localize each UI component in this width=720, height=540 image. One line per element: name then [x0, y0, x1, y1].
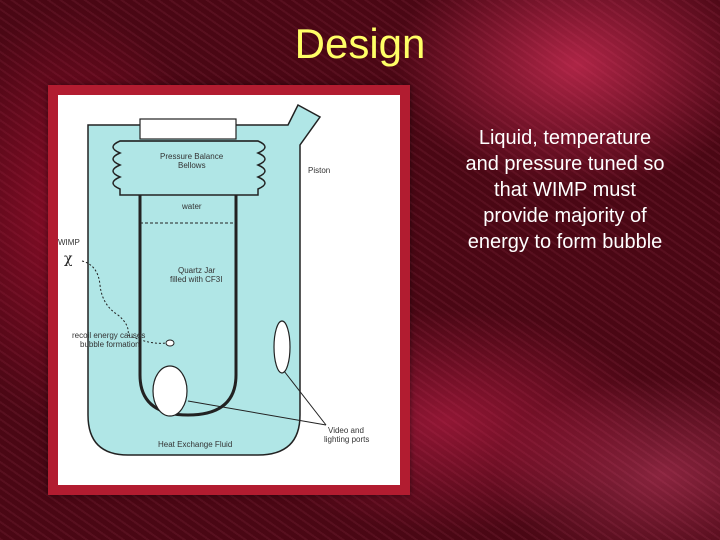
label-water: water: [181, 202, 202, 211]
svg-text:bubble formation: bubble formation: [80, 340, 140, 349]
label-recoil-1: recoil energy causes: [72, 331, 145, 340]
svg-text:χ: χ: [64, 251, 73, 267]
svg-text:Piston: Piston: [308, 166, 330, 175]
video-port-right: [273, 320, 291, 374]
description-line-4: provide majority of: [483, 205, 647, 227]
diagram-frame: Pressure Balance Bellows Piston water WI…: [48, 85, 410, 495]
label-piston: Piston: [308, 166, 330, 175]
bellows: [112, 140, 266, 196]
label-jar-2: filled with CF3I: [170, 275, 222, 284]
svg-text:lighting ports: lighting ports: [324, 435, 369, 444]
description-line-2: and pressure tuned so: [465, 153, 665, 175]
description-line-3: that WIMP must: [494, 179, 636, 201]
svg-text:filled with CF3I: filled with CF3I: [170, 275, 222, 284]
svg-text:water: water: [181, 202, 202, 211]
bubble: [165, 339, 175, 347]
label-chi: χ: [64, 251, 73, 267]
description-line-5: energy to form bubble: [467, 231, 663, 253]
svg-text:Video and: Video and: [328, 426, 364, 435]
wimp-track: [81, 260, 167, 344]
piston-block: [139, 118, 237, 140]
label-wimp: WIMP: [58, 238, 80, 247]
bubble-chamber-diagram: Pressure Balance Bellows Piston water WI…: [58, 103, 369, 456]
svg-text:WIMP: WIMP: [58, 238, 80, 247]
svg-text:Quartz Jar: Quartz Jar: [178, 266, 216, 275]
video-port-left: [152, 365, 188, 417]
label-recoil-2: bubble formation: [80, 340, 140, 349]
svg-text:recoil energy causes: recoil energy causes: [72, 331, 145, 340]
svg-text:Heat Exchange Fluid: Heat Exchange Fluid: [158, 440, 232, 449]
label-video-2: lighting ports: [324, 435, 369, 444]
quartz-jar: [138, 195, 238, 417]
slide-title: Design: [294, 20, 426, 67]
label-bellows-2: Bellows: [178, 161, 206, 170]
label-bellows-1: Pressure Balance: [160, 152, 224, 161]
label-fluid: Heat Exchange Fluid: [158, 440, 232, 449]
svg-text:Pressure Balance: Pressure Balance: [160, 152, 224, 161]
description-text: Liquid, temperature and pressure tuned s…: [440, 125, 690, 255]
label-video-1: Video and: [328, 426, 364, 435]
diagram-panel: Pressure Balance Bellows Piston water WI…: [58, 95, 400, 485]
svg-text:Bellows: Bellows: [178, 161, 206, 170]
label-jar-1: Quartz Jar: [178, 266, 216, 275]
description-line-1: Liquid, temperature: [478, 127, 652, 149]
